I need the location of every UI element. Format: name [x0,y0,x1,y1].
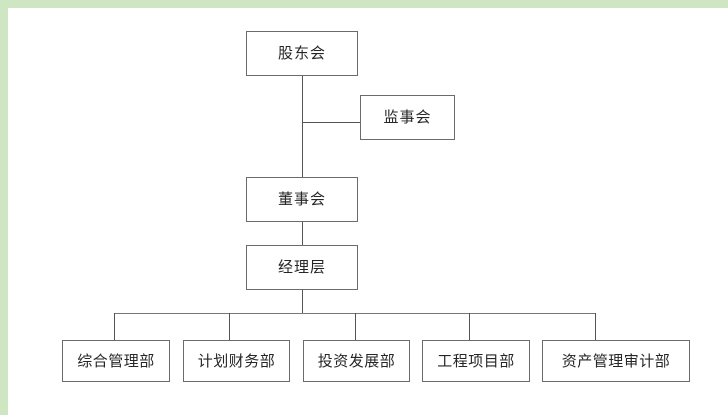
node-department-5: 资产管理审计部 [542,340,690,382]
node-label-department-1: 综合管理部 [77,351,155,370]
node-board-of-supervisors: 监事会 [360,95,455,140]
connector-board-to-management [302,222,303,245]
connector-drop-department-3 [355,313,356,340]
department-distribution-bus [114,313,595,314]
node-department-2: 计划财务部 [183,340,290,382]
node-label-board-of-supervisors: 监事会 [383,108,432,126]
node-department-3: 投资发展部 [303,340,410,382]
node-label-department-2: 计划财务部 [197,351,276,370]
node-board-of-directors: 董事会 [246,177,358,222]
node-label-management-layer: 经理层 [277,258,326,276]
node-label-shareholders-meeting: 股东会 [277,44,326,62]
node-department-1: 综合管理部 [62,340,170,382]
connector-drop-department-1 [114,313,115,340]
node-label-department-5: 资产管理审计部 [561,351,671,370]
node-department-4: 工程项目部 [422,340,530,382]
decorative-frame-top [0,0,728,8]
connector-drop-department-2 [229,313,230,340]
connector-drop-department-4 [469,313,470,340]
connector-drop-department-5 [595,313,596,340]
diagram-canvas: 股东会 监事会 董事会 经理层 综合管理部 计划财务部 投资发展部 工程项目部 … [8,8,728,415]
node-label-department-4: 工程项目部 [437,351,515,370]
connector-shareholders-to-board [302,76,303,177]
decorative-frame-left [0,0,8,415]
connector-management-to-department-bus [302,290,303,313]
connector-branch-to-supervisors [302,122,360,123]
node-label-department-3: 投资发展部 [317,351,396,370]
node-management-layer: 经理层 [246,245,358,290]
node-shareholders-meeting: 股东会 [246,31,358,76]
node-label-board-of-directors: 董事会 [277,190,326,208]
